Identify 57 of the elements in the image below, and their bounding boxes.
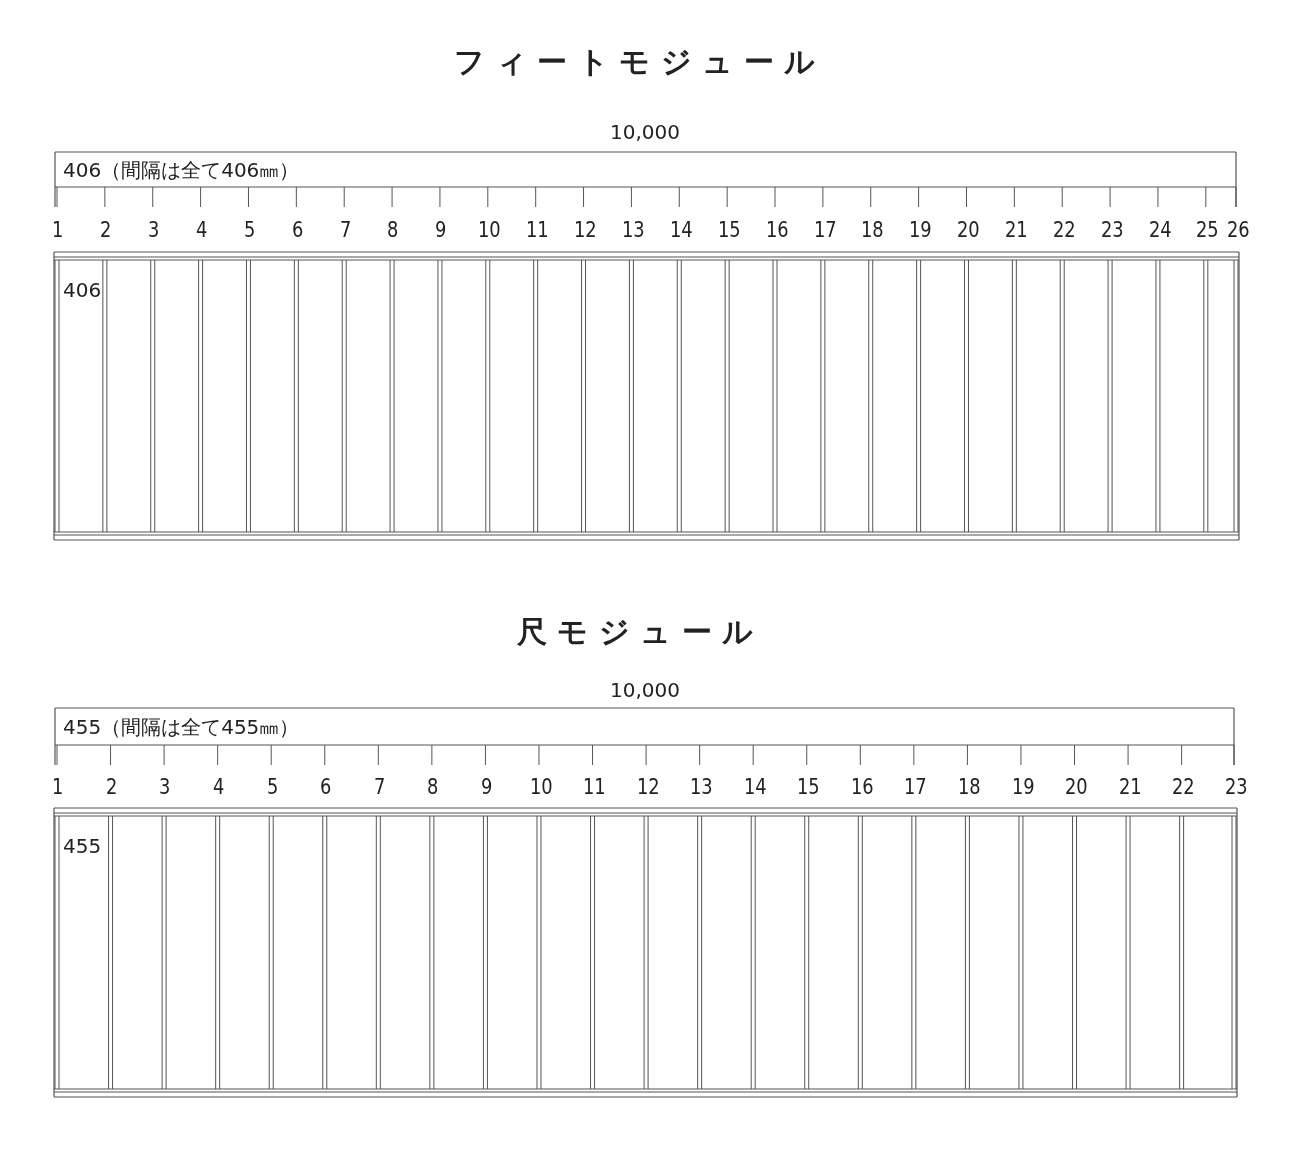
stud-number: 10: [478, 219, 502, 241]
stud-number: 2: [100, 219, 112, 241]
stud-number: 20: [1065, 776, 1088, 798]
heading: 尺モジュール: [516, 617, 764, 647]
stud-number: 8: [427, 776, 439, 798]
stud-number: 12: [636, 776, 660, 798]
stud-number: 4: [212, 776, 225, 798]
stud-number: 1: [52, 219, 64, 241]
stud-number: 23: [1100, 219, 1124, 241]
stud-number: 9: [480, 776, 493, 798]
stud-number: 10: [529, 776, 553, 798]
heading: フィートモジュール: [454, 47, 826, 77]
stud-number: 8: [387, 219, 399, 241]
stud-number: 15: [797, 776, 821, 798]
spacing-note: 406（間隔は全て406㎜）: [63, 159, 300, 180]
spacing-label: 406: [63, 280, 102, 300]
stud-number: 19: [909, 219, 932, 241]
stud-number: 17: [904, 776, 928, 798]
stud-number: 1: [52, 776, 64, 798]
stud-number: 12: [574, 219, 597, 241]
stud-number: 24: [1148, 219, 1172, 241]
stud-number: 11: [583, 776, 606, 798]
stud-number: 11: [526, 219, 550, 241]
stud-number: 6: [291, 219, 303, 241]
stud-number: 23: [1224, 776, 1248, 798]
stud-number: 18: [958, 776, 981, 798]
spacing-note: 455（間隔は全て455㎜）: [63, 716, 300, 737]
stud-number: 16: [850, 776, 874, 798]
stud-number: 5: [243, 219, 256, 241]
dimension-label: 10,000: [610, 122, 680, 142]
stud-number: 13: [690, 776, 713, 798]
stud-number: 26: [1226, 219, 1250, 241]
stud-number: 15: [717, 219, 741, 241]
stud-number: 22: [1172, 776, 1195, 798]
stud-number: 2: [105, 776, 118, 798]
stud-number: 3: [159, 776, 171, 798]
spacing-label: 455: [63, 836, 102, 856]
stud-number: 5: [266, 776, 278, 798]
stud-number: 19: [1011, 776, 1035, 798]
stud-number: 16: [765, 219, 789, 241]
stud-number: 14: [669, 219, 693, 241]
stud-number: 17: [813, 219, 837, 241]
dimension-label: 10,000: [610, 680, 680, 700]
stud-number: 21: [1118, 776, 1142, 798]
stud-number: 7: [373, 776, 385, 798]
stud-number: 21: [1005, 219, 1028, 241]
stud-number: 9: [435, 219, 447, 241]
stud-number: 13: [622, 219, 645, 241]
stud-number: 4: [195, 219, 208, 241]
stud-number: 25: [1196, 219, 1220, 241]
stud-number: 6: [320, 776, 332, 798]
stud-number: 22: [1052, 219, 1076, 241]
stud-number: 7: [339, 219, 351, 241]
stud-number: 18: [861, 219, 885, 241]
stud-number: 20: [957, 219, 980, 241]
stud-number: 3: [148, 219, 160, 241]
stud-number: 14: [743, 776, 767, 798]
